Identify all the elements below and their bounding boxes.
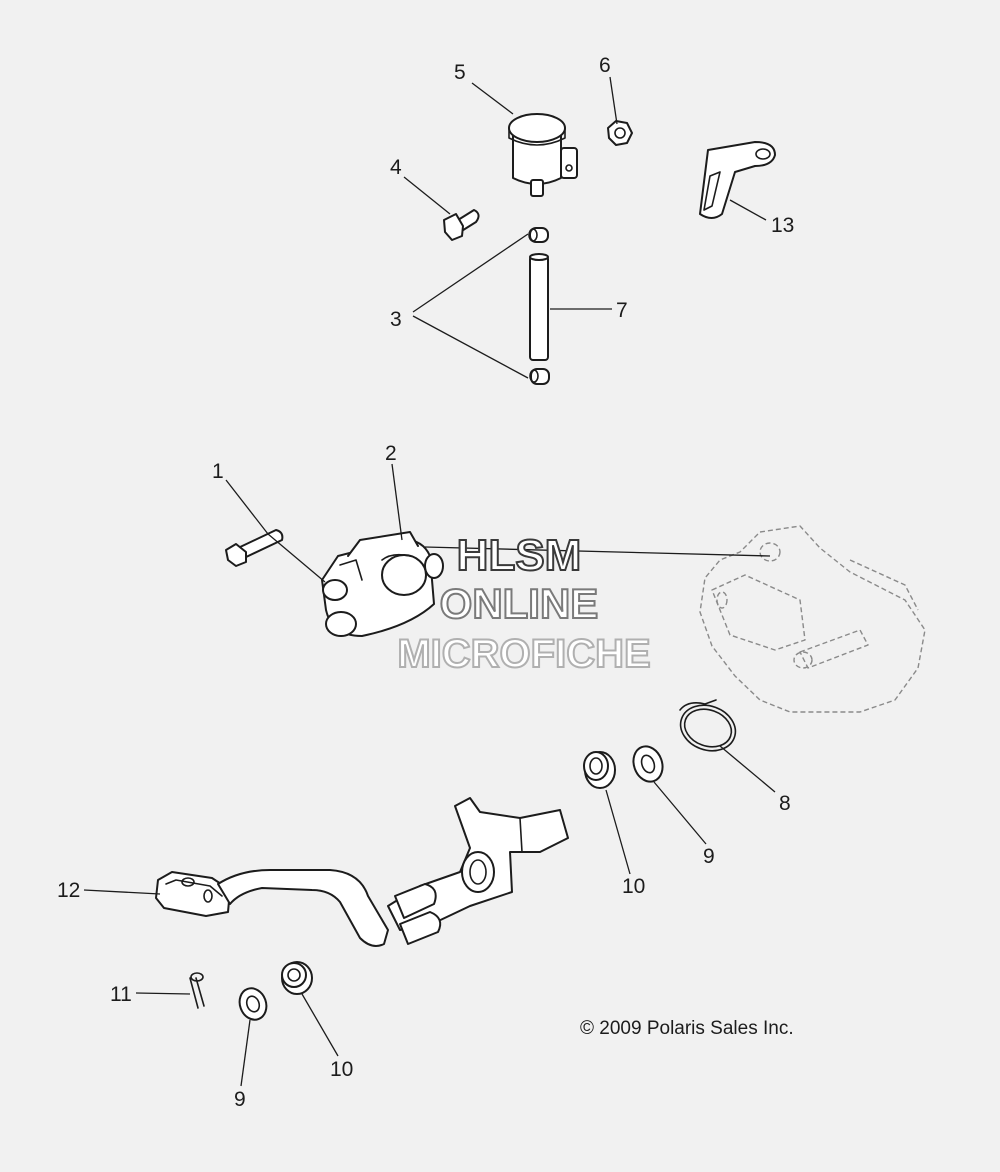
hose-part-7 <box>529 253 549 361</box>
frame-bracket-outline <box>699 525 926 713</box>
bracket-part-13 <box>699 141 776 219</box>
callout-1: 1 <box>212 460 224 483</box>
callout-labels: 5 6 4 13 3 7 1 2 8 9 10 12 11 9 10 <box>57 54 794 1111</box>
leader-lines <box>83 76 776 1087</box>
callout-13: 13 <box>771 214 794 237</box>
callout-10-left: 10 <box>330 1058 353 1081</box>
master-cylinder-part-2 <box>321 531 444 637</box>
callout-8: 8 <box>779 792 791 815</box>
bushing-part-10-left <box>281 961 313 995</box>
reservoir-part-5 <box>508 113 578 197</box>
callout-6: 6 <box>599 54 611 77</box>
callout-5: 5 <box>454 61 466 84</box>
callout-3: 3 <box>390 308 402 331</box>
watermark-line-1: HLSM <box>457 531 582 580</box>
bushing-part-10-right <box>583 751 616 789</box>
washer-part-9-right <box>632 745 664 783</box>
watermark: HLSM ONLINE MICROFICHE <box>396 530 651 677</box>
callout-7: 7 <box>616 299 628 322</box>
watermark-line-2: ONLINE <box>440 580 599 627</box>
callout-12: 12 <box>57 879 80 902</box>
spring-part-8 <box>679 699 737 752</box>
copyright-text: © 2009 Polaris Sales Inc. <box>580 1018 794 1039</box>
callout-9-right: 9 <box>703 845 715 868</box>
callout-11: 11 <box>110 983 132 1006</box>
callout-2: 2 <box>385 442 397 465</box>
brake-pedal-part-12 <box>155 797 569 947</box>
bolt-part-1 <box>225 529 284 567</box>
callout-10-right: 10 <box>622 875 645 898</box>
callout-4: 4 <box>390 156 402 179</box>
watermark-line-3: MICROFICHE <box>397 632 650 676</box>
washer-part-9-left <box>238 987 268 1021</box>
nut-part-6 <box>607 120 633 146</box>
cotter-pin-part-11 <box>189 972 205 1009</box>
hose-clamp-part-3-bottom <box>529 368 550 385</box>
bolt-part-4 <box>443 209 480 241</box>
callout-9-left: 9 <box>234 1088 246 1111</box>
hose-clamp-part-3-top <box>528 227 549 243</box>
